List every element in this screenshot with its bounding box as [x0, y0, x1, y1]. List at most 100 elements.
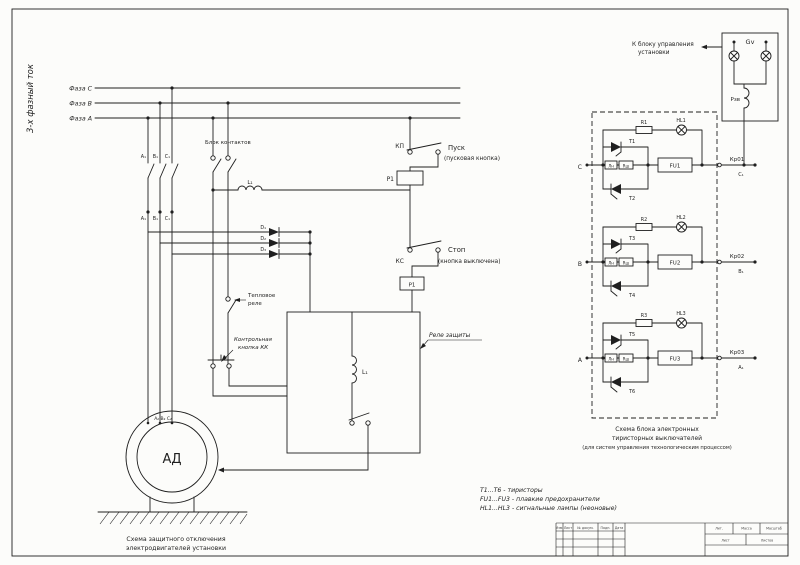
- fu3-label: FU3: [670, 357, 681, 363]
- thermal-relay-label-1: Тепловое: [247, 293, 276, 299]
- relay-contact-icon: [365, 420, 371, 426]
- drawing-frame: Изм. Лист № докум. Подп. Дата Лит. Масса…: [11, 8, 789, 557]
- gv-enclosure: [721, 32, 779, 122]
- t2-label: Т2: [628, 196, 635, 202]
- control-button-kk: Контрольная кнопка КК: [207, 337, 288, 397]
- kp-label: КП: [395, 143, 404, 150]
- rs-label: Rш: [623, 261, 630, 266]
- kp-contact-icon: [407, 149, 413, 155]
- phase-b-label: Фаза В: [69, 101, 92, 108]
- d2-label: D₂: [260, 236, 266, 242]
- button-contact-icon: [226, 363, 232, 369]
- left-caption-1: Схема защитного отключения: [126, 536, 225, 543]
- titleblock-list2: Лист: [721, 539, 729, 543]
- thyristor-channel-2: В R2 HL2 Т3 Т4 Лн Rш FU2: [578, 215, 757, 299]
- motor-label: АД: [162, 452, 181, 467]
- t5-label: Т5: [628, 332, 635, 338]
- gv-block: Gv Рзв: [721, 32, 779, 167]
- ks-contact-icon: [435, 247, 441, 253]
- motor-inner-icon: [136, 421, 208, 493]
- d3-label: D₃: [260, 247, 266, 253]
- thyristor-icon-t5: [611, 335, 621, 345]
- terminal-icon: [717, 259, 722, 265]
- fu2-label: FU2: [670, 261, 681, 267]
- diode-branches: D₁ D₂ D₃: [147, 225, 312, 313]
- kk-label-2: кнопка КК: [238, 345, 269, 351]
- leader-arrow-icon: [221, 355, 227, 362]
- thyristor-icon-t4: [611, 281, 621, 291]
- start-label: Пуск: [448, 144, 465, 152]
- kp-contact-icon: [435, 149, 441, 155]
- rs-label: Rш: [623, 357, 630, 362]
- title-block-grid: [555, 522, 788, 556]
- thyristor-icon-t3: [611, 239, 621, 249]
- l1-line-coil: L₁: [211, 180, 411, 365]
- right-caption-3: (для систем управления технологическим п…: [582, 445, 732, 451]
- row1-a-label: А₁: [141, 154, 146, 160]
- relay-contact-icon: [349, 420, 355, 426]
- rzv-coil-icon: [743, 87, 750, 109]
- stop-label: Стоп: [448, 246, 465, 254]
- motor-supports: [149, 496, 195, 513]
- p1-coil-icon: [396, 170, 424, 186]
- phase-c-label: Фаза С: [69, 86, 92, 93]
- thermal-contact-icon: [225, 296, 231, 302]
- channel3-input-label: А: [578, 357, 583, 364]
- right-caption-1: Схема блока электронных: [615, 426, 699, 433]
- start-circuit: КП Пуск (пусковая кнопка) Р1: [387, 116, 500, 249]
- terminal-icon: [717, 355, 722, 361]
- frame-border: [11, 8, 789, 557]
- terminal-icon: [717, 162, 722, 168]
- right-caption-2: тиристорных выключателей: [612, 435, 702, 442]
- relay-enclosure: [286, 311, 421, 454]
- row2-a-label: А₁: [141, 216, 146, 222]
- title-block-labels: Изм. Лист № докум. Подп. Дата Лит. Масса…: [556, 526, 782, 543]
- relay-coil-icon: [351, 355, 357, 384]
- row1-b-label: В₁: [153, 154, 158, 160]
- pushcontact-icon: [225, 155, 231, 161]
- phase-lines: Фаза С Фаза В Фаза А: [69, 86, 461, 123]
- hl2-label: HL2: [676, 215, 685, 221]
- kk-label-1: Контрольная: [234, 337, 273, 343]
- ground-hatch-icon: [99, 511, 248, 525]
- hl3-label: HL3: [676, 311, 685, 317]
- ks-contact-icon: [407, 247, 413, 253]
- diode-icon-d1: [269, 228, 279, 236]
- thyristor-channel-3: А R3 HL3 Т5 Т6 Лн Rш FU3: [578, 311, 757, 395]
- r3-label: R3: [641, 313, 647, 319]
- r1-label: R1: [641, 120, 647, 126]
- kr03-label: Кр03: [730, 350, 745, 356]
- kr02-label: Кр02: [730, 254, 744, 260]
- start-sublabel: (пусковая кнопка): [444, 156, 500, 162]
- titleblock-listov: Листов: [761, 539, 773, 543]
- r2-label: R2: [641, 217, 647, 223]
- row2-c-label: С₁: [165, 216, 170, 222]
- p1-coil-label: Р1: [387, 176, 395, 183]
- c1-out-label: С₁: [738, 172, 744, 178]
- thyristor-block-dashed-box: [591, 111, 718, 419]
- legend-thyristors: Т1...Т6 - тиристоры: [480, 487, 543, 494]
- diode-icon-d3: [269, 250, 279, 258]
- diode-icon-d2: [269, 239, 279, 247]
- motor-protection-schematic: 3-х фазный ток Фаза С Фаза В Фаза А А₁ В…: [26, 63, 500, 552]
- t4-label: Т4: [628, 293, 635, 299]
- row1-c-label: С₁: [165, 154, 170, 160]
- leader-arrow-icon: [420, 343, 426, 349]
- channel2-input-label: В: [578, 261, 582, 268]
- resistor-icon-r1: [635, 126, 653, 134]
- motor-outer-icon: [125, 410, 219, 504]
- control-unit-note: К блоку управления установки: [632, 42, 723, 56]
- titleblock-massa: Масса: [741, 527, 752, 531]
- titleblock-list: Лист: [564, 526, 572, 530]
- left-caption-2: электродвигателей установки: [126, 544, 226, 552]
- phase-a-label: Фаза А: [69, 116, 92, 123]
- d1-label: D₁: [260, 225, 266, 231]
- inductor-icon: [237, 185, 263, 191]
- resistor-icon-r3: [635, 319, 653, 327]
- ks-label: КС: [396, 258, 404, 265]
- hl1-label: HL1: [676, 118, 685, 124]
- legend-fuses: FU1...FU3 - плавкие предохранители: [480, 496, 600, 503]
- titleblock-podp: Подп.: [601, 526, 611, 530]
